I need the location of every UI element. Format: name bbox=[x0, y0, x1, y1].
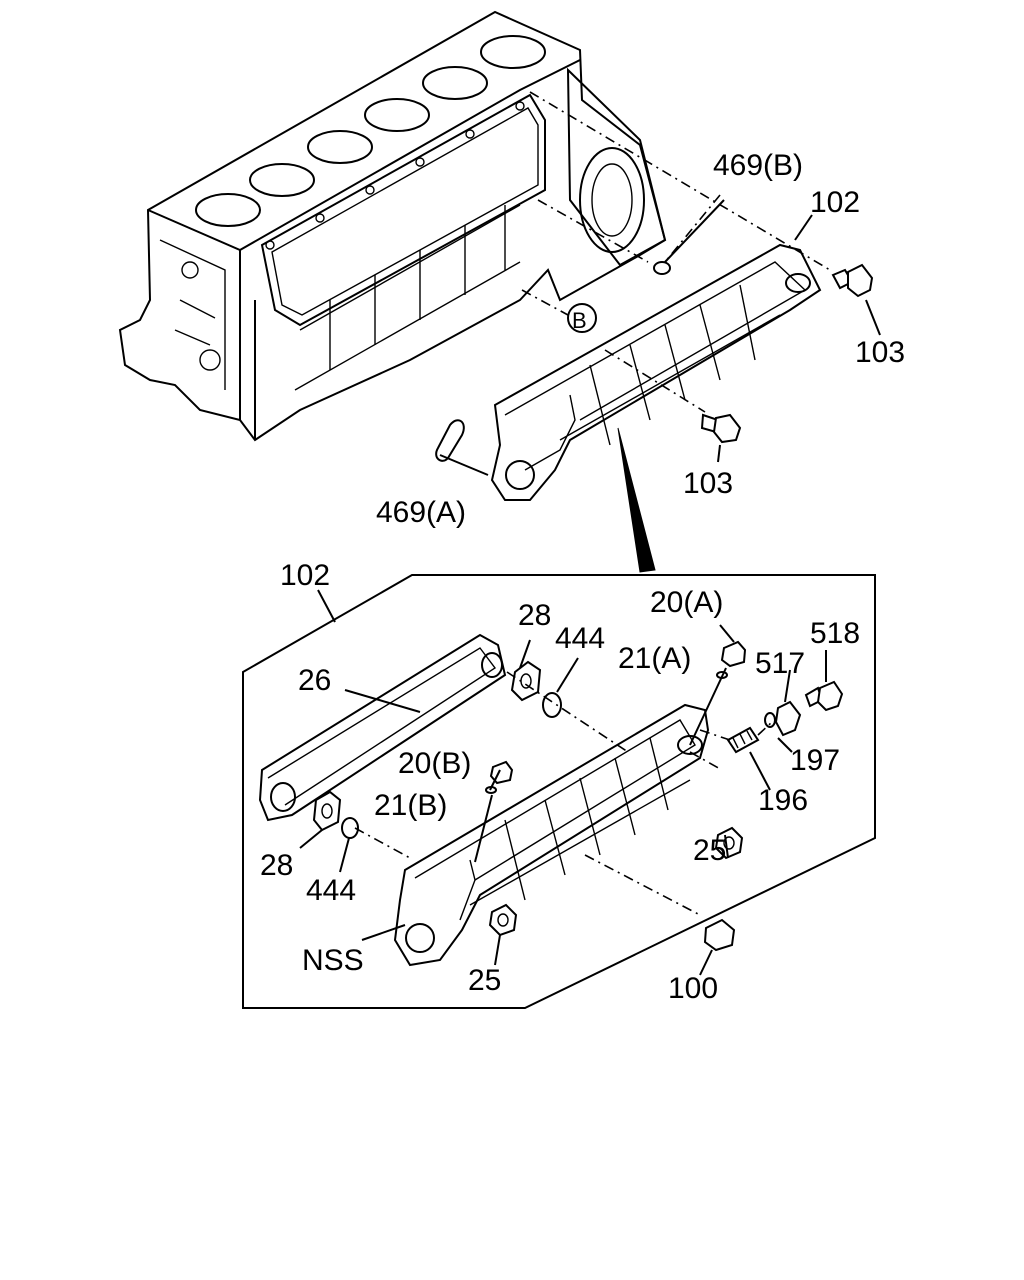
label-196: 196 bbox=[758, 784, 808, 817]
label-100: 100 bbox=[668, 972, 718, 1005]
washer-197 bbox=[764, 712, 776, 728]
label-28-top: 28 bbox=[518, 599, 551, 632]
cooler-housing-nss bbox=[393, 703, 710, 967]
bolt-103-mid bbox=[700, 413, 742, 444]
reference-marker-b bbox=[567, 303, 597, 333]
o-ring-444-bottom bbox=[341, 817, 359, 839]
label-25-right: 25 bbox=[693, 834, 726, 867]
label-20a: 20(A) bbox=[650, 586, 723, 619]
gasket-469b bbox=[653, 261, 671, 275]
gasket-28-top bbox=[510, 660, 542, 702]
nut-25-right bbox=[714, 826, 744, 860]
bracket-517 bbox=[774, 700, 802, 737]
label-28-bottom: 28 bbox=[260, 849, 293, 882]
plug-100 bbox=[703, 918, 736, 952]
label-26: 26 bbox=[298, 664, 331, 697]
label-102-box: 102 bbox=[280, 559, 330, 592]
label-102-top: 102 bbox=[810, 186, 860, 219]
label-518: 518 bbox=[810, 617, 860, 650]
nut-25-bottom bbox=[488, 903, 518, 937]
label-444-bottom: 444 bbox=[306, 874, 356, 907]
bolt-518 bbox=[804, 680, 844, 712]
label-517: 517 bbox=[755, 647, 805, 680]
label-21a: 21(A) bbox=[618, 642, 691, 675]
detail-box-outline bbox=[242, 574, 876, 1009]
label-25-bottom: 25 bbox=[468, 964, 501, 997]
label-469a: 469(A) bbox=[376, 496, 466, 529]
label-103-right: 103 bbox=[855, 336, 905, 369]
valve-196 bbox=[726, 726, 760, 754]
gasket-28-bottom bbox=[312, 790, 342, 832]
label-21b: 21(B) bbox=[374, 789, 447, 822]
label-103-mid: 103 bbox=[683, 467, 733, 500]
callout-labels: 469(B) 102 103 B 103 469(A) 102 28 444 2… bbox=[260, 149, 905, 1005]
label-20b: 20(B) bbox=[398, 747, 471, 780]
detail-pointer-arrow bbox=[617, 427, 656, 573]
cooler-element-26 bbox=[258, 633, 507, 822]
label-444-top: 444 bbox=[555, 622, 605, 655]
engine-block bbox=[118, 10, 667, 442]
label-197: 197 bbox=[790, 744, 840, 777]
label-b: B bbox=[572, 308, 587, 333]
label-nss: NSS bbox=[302, 944, 364, 977]
plug-20a bbox=[720, 640, 747, 668]
label-469b: 469(B) bbox=[713, 149, 803, 182]
oil-cooler-assembly-top bbox=[490, 243, 822, 501]
bolt-103-right bbox=[831, 263, 874, 298]
